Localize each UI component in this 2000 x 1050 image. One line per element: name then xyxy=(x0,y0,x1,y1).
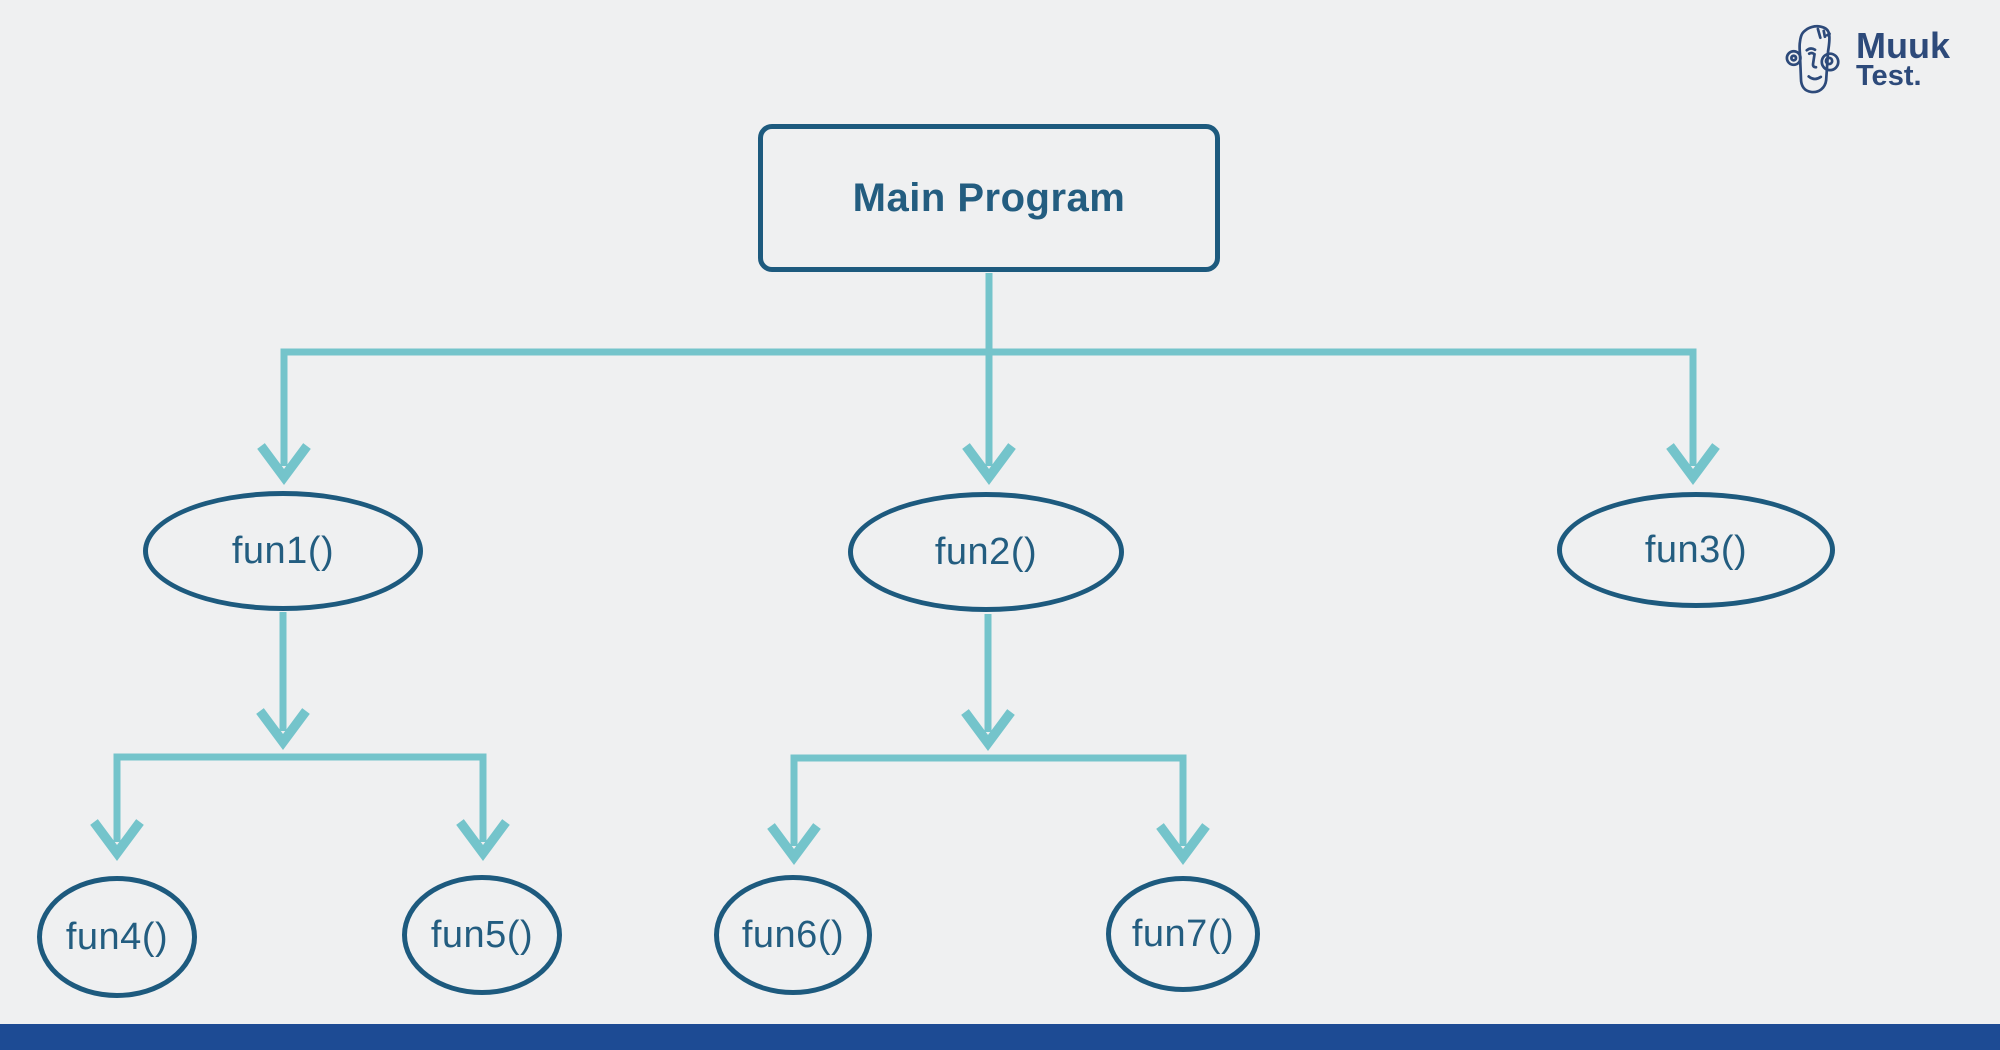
node-label: fun2() xyxy=(934,530,1038,573)
arrowhead-icon xyxy=(961,709,1015,751)
arrowhead-icon xyxy=(256,708,310,750)
edge-main-fun2 xyxy=(962,273,1016,485)
arrowhead-icon xyxy=(456,819,510,861)
node-main-program: Main Program xyxy=(758,124,1220,272)
node-fun1: fun1() xyxy=(143,491,423,611)
edge-main-fun1 xyxy=(257,352,311,485)
arrowhead-icon xyxy=(767,823,821,865)
node-fun7: fun7() xyxy=(1106,876,1260,992)
node-label: fun1() xyxy=(231,529,335,572)
brand-line1: Muuk xyxy=(1856,24,1950,66)
edge-fun2-fun6 xyxy=(767,758,821,865)
edge-fun1-fun4 xyxy=(90,757,144,861)
arrowhead-icon xyxy=(962,443,1016,485)
node-fun4: fun4() xyxy=(37,876,197,998)
node-fun2: fun2() xyxy=(848,492,1124,612)
footer-bar xyxy=(0,1024,2000,1050)
arrowhead-icon xyxy=(90,819,144,861)
node-label: fun7() xyxy=(1131,912,1235,955)
edge-fun1-fun5 xyxy=(456,757,510,861)
node-fun6: fun6() xyxy=(714,875,872,995)
muuk-face-icon xyxy=(1785,24,1840,94)
arrowhead-icon xyxy=(1666,443,1720,485)
edge-main-fun3 xyxy=(1666,352,1720,485)
arrowhead-icon xyxy=(257,443,311,485)
muuktest-logo: Muuk Test. xyxy=(1784,22,1950,96)
node-fun3: fun3() xyxy=(1557,492,1835,608)
node-label: fun3() xyxy=(1644,528,1748,571)
node-label: fun6() xyxy=(741,913,845,956)
node-label: fun4() xyxy=(65,915,169,958)
node-fun5: fun5() xyxy=(402,875,562,995)
node-label: fun5() xyxy=(430,913,534,956)
node-label: Main Program xyxy=(852,175,1126,220)
brand-wordmark: Muuk Test. xyxy=(1856,24,1950,92)
edge-fun1-stem xyxy=(256,612,310,750)
edge-fun2-fun7 xyxy=(1156,758,1210,865)
edge-fun2-stem xyxy=(961,614,1015,751)
brand-line2: Test. xyxy=(1856,59,1922,92)
arrowhead-icon xyxy=(1156,823,1210,865)
